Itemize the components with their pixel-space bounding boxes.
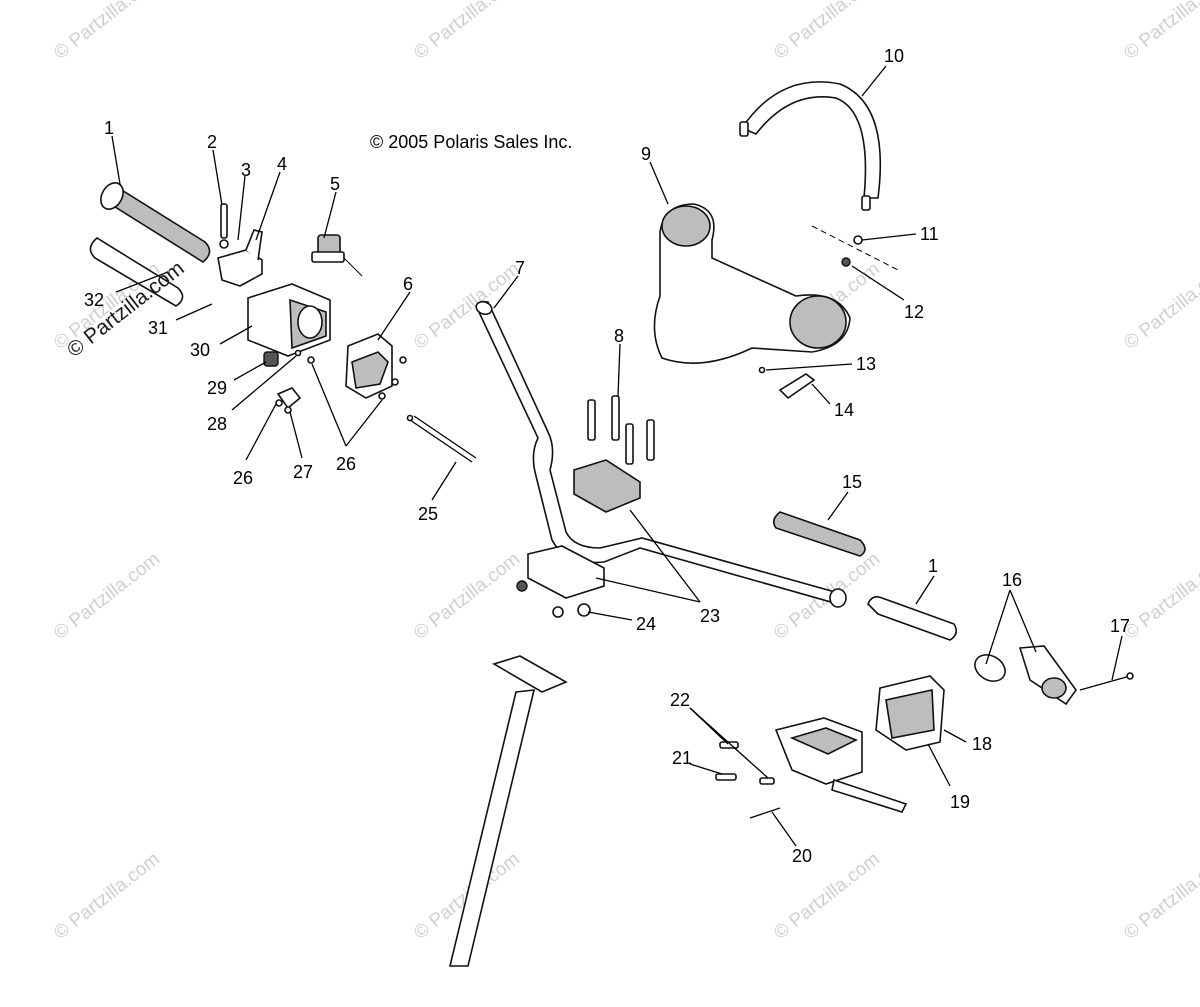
- callout-22: 22: [670, 690, 690, 710]
- part-throttle-bracket: [217, 229, 263, 287]
- part-throttle-housing: [247, 283, 331, 357]
- part-handlebar: [475, 300, 847, 608]
- part-nut: [263, 351, 279, 367]
- callout-19: 19: [950, 792, 970, 812]
- callout-6: 6: [403, 274, 413, 294]
- part-throttle-pin: [219, 203, 229, 249]
- callout-23: 23: [700, 606, 720, 626]
- part-cover-plate: [276, 387, 302, 414]
- callout-24: 24: [636, 614, 656, 634]
- part-grip-right: [772, 511, 866, 557]
- callout-5: 5: [330, 174, 340, 194]
- callout-layer: 1 2 3 4 5 6 7 8 9 10 11 12 13 14 15 1 16…: [84, 46, 1130, 866]
- callout-17: 17: [1110, 616, 1130, 636]
- callout-30: 30: [190, 340, 210, 360]
- callout-29: 29: [207, 378, 227, 398]
- watermark-text: © Partzilla.com: [50, 849, 164, 944]
- watermark-text: © Partzilla.com: [770, 0, 884, 64]
- part-end-screw: [1079, 672, 1134, 691]
- callout-26-right: 26: [336, 454, 356, 474]
- watermark-text: © Partzilla.com: [50, 0, 164, 64]
- watermark-text: © Partzilla.com: [770, 849, 884, 944]
- callout-4: 4: [277, 154, 287, 174]
- leader-lines: [111, 65, 1123, 847]
- watermark-text: © Partzilla.com: [1120, 259, 1200, 354]
- watermark-text: © Partzilla.com: [1120, 0, 1200, 64]
- watermark-text: © Partzilla.com: [410, 259, 524, 354]
- callout-26-left: 26: [233, 468, 253, 488]
- watermark-text: © Partzilla.com: [410, 549, 524, 644]
- part-grip-left: [89, 182, 211, 307]
- part-bar-pad: [739, 81, 882, 211]
- part-clamp-nuts: [552, 603, 591, 618]
- callout-8: 8: [614, 326, 624, 346]
- part-grip-tube-right: [867, 596, 958, 641]
- part-switch: [311, 234, 363, 277]
- callout-16: 16: [1002, 570, 1022, 590]
- callout-15: 15: [842, 472, 862, 492]
- watermark-text: © Partzilla.com: [1120, 549, 1200, 644]
- part-switch-housing: [345, 333, 407, 399]
- callout-1: 1: [104, 118, 114, 138]
- callout-9: 9: [641, 144, 651, 164]
- callout-2: 2: [207, 132, 217, 152]
- callout-10: 10: [884, 46, 904, 66]
- watermark-text: © Partzilla.com: [410, 0, 524, 64]
- callout-20: 20: [792, 846, 812, 866]
- part-bar-clamps: [516, 459, 641, 599]
- callout-7: 7: [515, 258, 525, 278]
- callout-13: 13: [856, 354, 876, 374]
- callout-3: 3: [241, 160, 251, 180]
- part-cylinder-screws: [715, 741, 781, 819]
- callout-28: 28: [207, 414, 227, 434]
- part-cover-strap: [758, 366, 816, 400]
- callout-18: 18: [972, 734, 992, 754]
- part-handlebar-cover: [653, 203, 851, 364]
- callout-21: 21: [672, 748, 692, 768]
- watermark-text: © Partzilla.com: [50, 549, 164, 644]
- callout-11: 11: [920, 224, 939, 244]
- part-bar-end-caps: [974, 645, 1077, 706]
- callout-12: 12: [904, 302, 924, 322]
- part-master-cylinder: [774, 717, 908, 813]
- callout-31: 31: [148, 318, 168, 338]
- callout-27: 27: [293, 462, 313, 482]
- callout-25: 25: [418, 504, 438, 524]
- callout-1-right: 1: [928, 556, 938, 576]
- callout-14: 14: [834, 400, 854, 420]
- part-screws: [275, 349, 386, 407]
- copyright-text: © 2005 Polaris Sales Inc.: [370, 132, 572, 152]
- watermark-text: © Partzilla.com: [1120, 849, 1200, 944]
- part-master-cylinder-cover: [875, 675, 945, 751]
- part-cable: [406, 414, 477, 463]
- callout-32: 32: [84, 290, 104, 310]
- part-cover-fasteners: [811, 225, 899, 271]
- part-mount-bolts: [587, 395, 655, 465]
- part-steering-post: [448, 655, 568, 967]
